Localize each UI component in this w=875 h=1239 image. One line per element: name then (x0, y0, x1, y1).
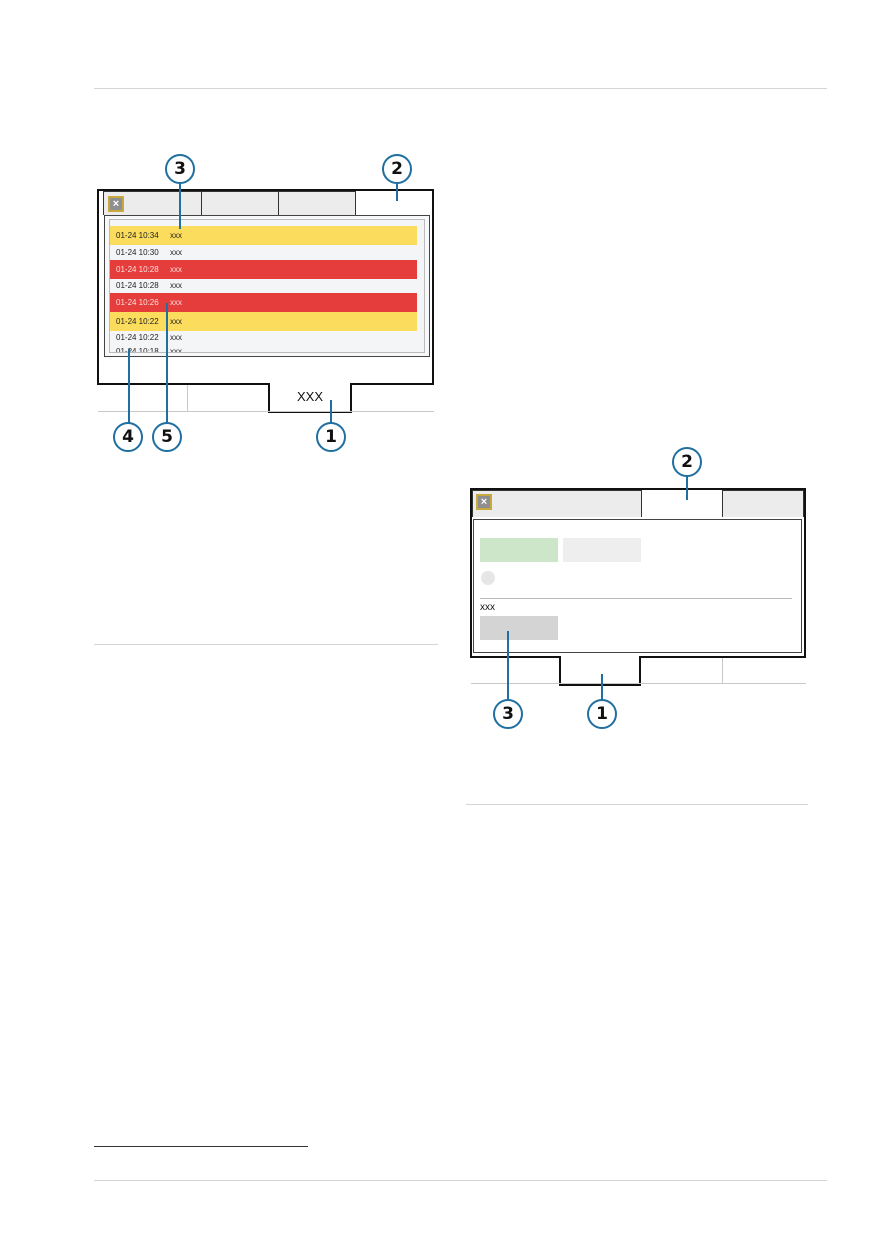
callout-leader (166, 303, 168, 424)
bottom-button-2[interactable] (188, 385, 269, 412)
tab-active[interactable] (356, 191, 431, 215)
callout-5: 5 (152, 422, 182, 452)
section-rule-right (466, 804, 808, 805)
bottom-button-active[interactable] (559, 656, 641, 686)
tab-3[interactable] (722, 490, 804, 517)
callout-leader (330, 400, 332, 424)
radio-indicator[interactable] (481, 571, 495, 585)
field-label: xxx (480, 602, 495, 613)
callout-1: 1 (316, 422, 346, 452)
divider (480, 598, 792, 599)
bottom-bar-rule (98, 411, 434, 412)
grey-button[interactable] (563, 538, 641, 562)
callout-2: 2 (672, 447, 702, 477)
bottom-button-active[interactable]: XXX (268, 383, 352, 413)
disabled-button[interactable] (480, 616, 558, 640)
close-icon[interactable]: × (108, 196, 124, 212)
tab-active[interactable] (642, 490, 722, 517)
green-button[interactable] (480, 538, 558, 562)
callout-leader (128, 349, 130, 424)
callout-2: 2 (382, 154, 412, 184)
callout-4: 4 (113, 422, 143, 452)
bottom-button-3[interactable] (640, 658, 723, 684)
tab-3[interactable] (278, 191, 356, 215)
bottom-button-1[interactable] (98, 385, 188, 412)
callout-leader (396, 181, 398, 201)
callout-3: 3 (493, 699, 523, 729)
bottom-button-4[interactable] (723, 658, 806, 684)
footnote-rule (94, 1146, 308, 1147)
callout-1: 1 (587, 699, 617, 729)
callout-leader (179, 181, 181, 229)
bottom-button-4[interactable] (351, 385, 434, 412)
callout-leader (601, 674, 603, 701)
bottom-button-1[interactable] (471, 658, 560, 684)
footer-rule (94, 1180, 827, 1181)
callout-leader (507, 631, 509, 701)
close-icon[interactable]: × (476, 494, 492, 510)
tab-2[interactable] (201, 191, 279, 215)
callout-leader (686, 475, 688, 500)
tab-1[interactable] (472, 490, 642, 517)
header-rule (94, 88, 827, 89)
callout-3: 3 (165, 154, 195, 184)
section-rule-left (94, 644, 438, 645)
bottom-bar-rule (471, 683, 806, 684)
